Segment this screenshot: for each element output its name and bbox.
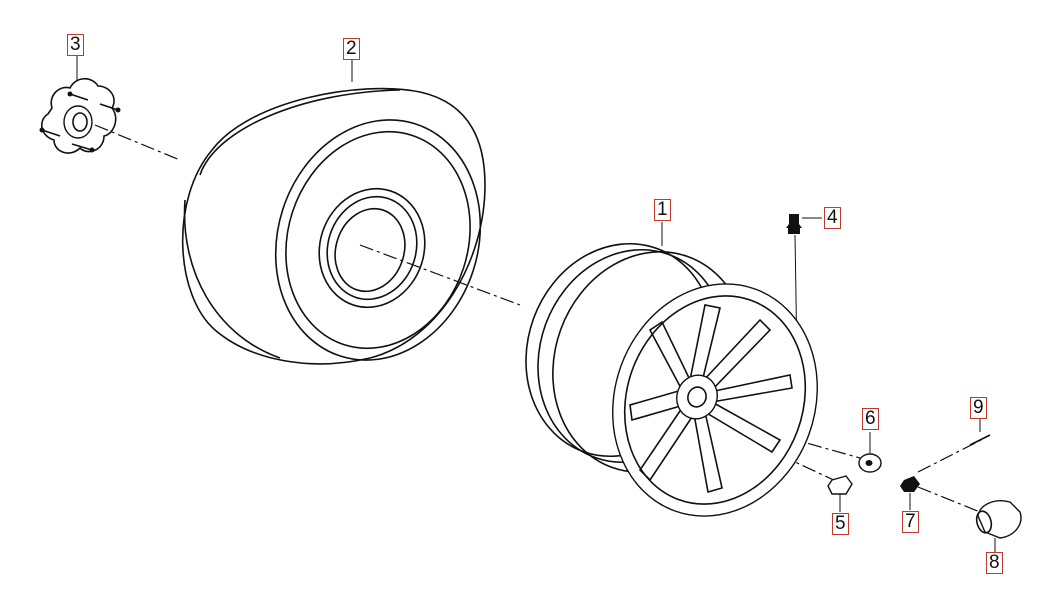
tire-shoulder-top [199,89,401,176]
washer-part-6 [858,432,882,473]
valve-cap [786,214,802,228]
axis-rim-to-washer [759,429,861,459]
callout-label-7: 7 [902,511,919,533]
washer-hole [865,460,873,466]
valve-stem-part-4 [786,214,822,234]
cotter-pin-part-9 [969,418,991,446]
tire-bead-inner [326,195,418,301]
tire-part-2 [181,58,486,365]
valve-body [788,228,800,234]
hub-flange [41,77,117,154]
axis-nut-to-cap [917,486,981,513]
callout-label-4: 4 [824,207,841,229]
cotter-pin-body [969,434,991,446]
callout-label-2: 2 [343,38,360,60]
axis-tire-to-rim [359,244,521,306]
axis-hub-to-tire [94,124,181,161]
tire-outer-profile [181,87,486,365]
callout-label-5: 5 [832,513,849,535]
hub-part-3 [39,55,121,154]
tire-shoulder-left [183,199,281,359]
axis-lines [94,124,986,513]
callout-label-3: 3 [67,34,84,56]
tire-sidewall-ring [285,130,471,350]
callout-label-9: 9 [970,397,987,419]
rim-part-1 [525,222,818,517]
rim-center-hub [676,374,718,420]
callout-label-6: 6 [862,408,879,430]
callout-label-8: 8 [986,552,1003,574]
lug-nut-part-5 [827,475,853,512]
hub-bore-outer [63,105,93,139]
dust-cap-rim [975,510,993,534]
dust-cap-body [977,500,1022,539]
hub-studs [39,91,121,153]
tire-sidewall-outer [274,119,482,361]
lug-nut-body [827,475,853,495]
rim-front-lip [623,295,807,505]
tire-bead-outer [318,187,426,309]
castle-nut-part-7 [900,476,920,510]
tire-opening [334,207,406,293]
dust-cap-part-8 [975,500,1022,552]
callout-label-1: 1 [654,199,671,221]
hub-bore-inner [72,112,88,132]
castle-nut-body [900,476,920,492]
rim-center-bore [687,386,707,408]
